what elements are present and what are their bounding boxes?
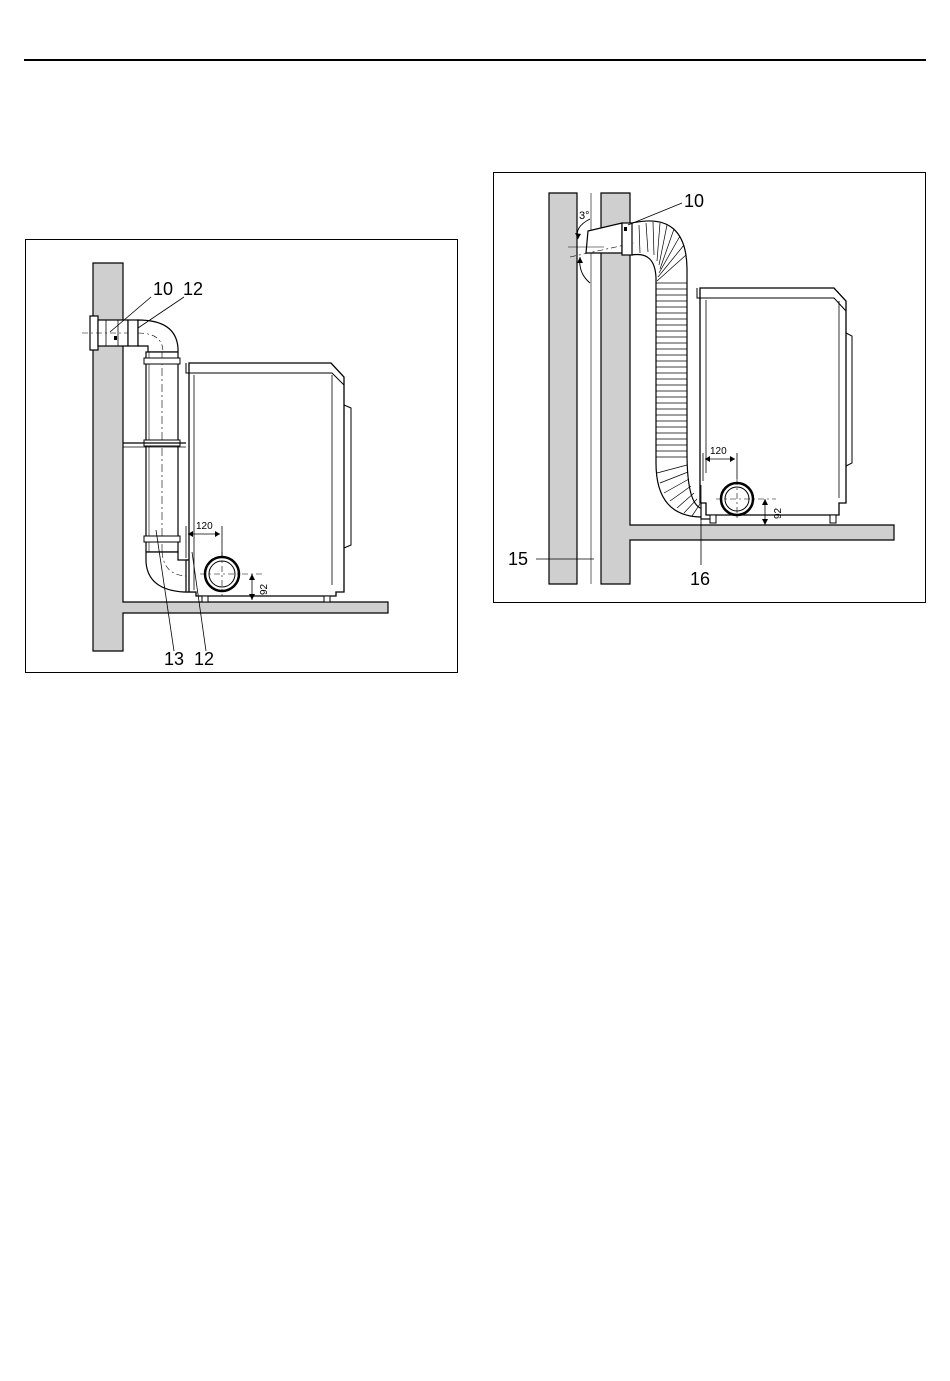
callout-10: 10 bbox=[684, 191, 704, 211]
dryer-body bbox=[700, 288, 846, 515]
angle-label: 3° bbox=[579, 210, 590, 222]
elbow-top bbox=[138, 320, 178, 352]
dim-height-label: 92 bbox=[773, 507, 784, 519]
dim-height-label: 92 bbox=[259, 583, 270, 595]
dim-width-label: 120 bbox=[196, 521, 213, 532]
flexible-hose-inner bbox=[632, 254, 704, 517]
elbow-bottom bbox=[146, 552, 188, 592]
callout-12-bottom: 12 bbox=[194, 649, 214, 669]
wall-sleeve bbox=[586, 223, 622, 253]
diagram-flexible-duct: 3° bbox=[493, 172, 926, 603]
dim-width-label: 120 bbox=[710, 446, 727, 457]
rigid-duct-illustration: 120 92 10 12 13 12 bbox=[26, 240, 459, 674]
diagram-rigid-duct: 120 92 10 12 13 12 bbox=[25, 239, 458, 673]
callout-10: 10 bbox=[153, 279, 173, 299]
header-rule bbox=[24, 59, 926, 61]
flexible-hose-outer bbox=[632, 221, 704, 509]
flexible-duct-illustration: 3° bbox=[494, 173, 927, 604]
dryer-door bbox=[846, 333, 852, 466]
callout-13: 13 bbox=[164, 649, 184, 669]
callout-16: 16 bbox=[690, 569, 710, 589]
connector-top bbox=[128, 320, 138, 346]
wall-and-floor bbox=[549, 193, 577, 584]
dryer-door bbox=[344, 405, 351, 548]
hose-corrugations bbox=[639, 222, 700, 516]
callout-12-top: 12 bbox=[183, 279, 203, 299]
callout-15: 15 bbox=[508, 549, 528, 569]
